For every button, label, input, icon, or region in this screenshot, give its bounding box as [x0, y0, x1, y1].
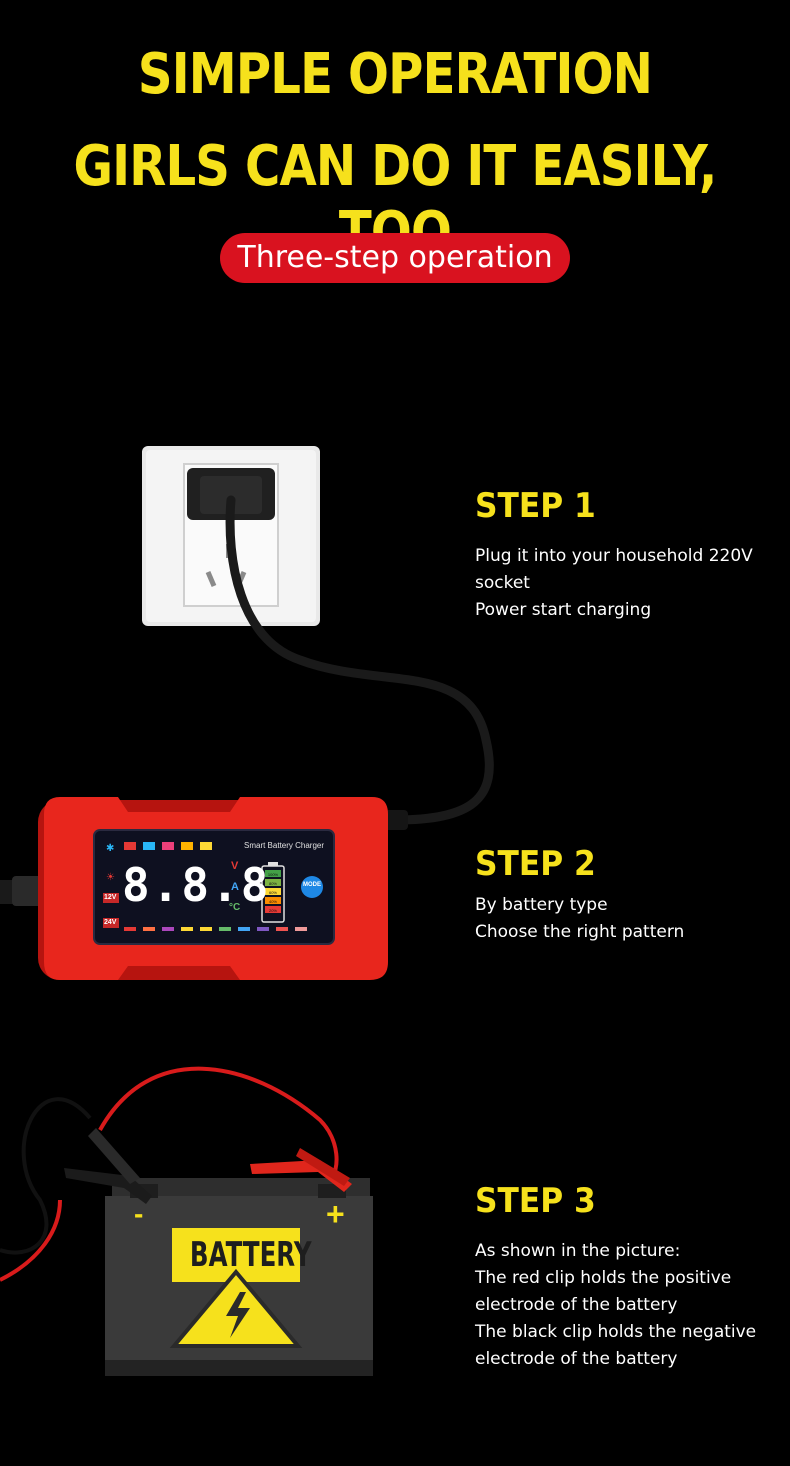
- step-1-line: socket: [475, 573, 530, 593]
- step-1-line: Power start charging: [475, 600, 652, 620]
- step-2-line: By battery type: [475, 895, 608, 915]
- level-label: 80%: [268, 881, 277, 886]
- charger-unit-temp: °C: [229, 902, 241, 913]
- battery-minus-sign: -: [134, 1198, 144, 1229]
- battery-illustration: [0, 1066, 373, 1376]
- step-3-line: electrode of the battery: [475, 1295, 678, 1315]
- headline-line-2: GIRLS CAN DO IT EASILY, TOO: [73, 134, 718, 265]
- charger-brand-text: Smart Battery Charger: [244, 841, 325, 850]
- step-3-line: The black clip holds the negative: [475, 1322, 757, 1342]
- three-step-badge: Three-step operation: [220, 233, 570, 283]
- charger-24v-indicator: 24V: [104, 919, 117, 926]
- charger-level-labels: 100% 80% 60% 40% 20%: [266, 870, 280, 915]
- step-1-title: STEP 1: [475, 486, 596, 526]
- charger-illustration: ✱ ☀: [0, 797, 388, 980]
- step-3-title: STEP 3: [475, 1181, 596, 1221]
- charger-digit-display: 8.8.8: [122, 858, 271, 912]
- step-2-title: STEP 2: [475, 844, 596, 884]
- level-label: 40%: [268, 899, 277, 904]
- svg-text:☀: ☀: [106, 872, 115, 883]
- step-3-line: The red clip holds the positive: [475, 1268, 732, 1288]
- step-2-description: By battery type Choose the right pattern: [475, 892, 775, 946]
- step-3-description: As shown in the picture: The red clip ho…: [475, 1238, 775, 1373]
- charger-12v-indicator: 12V: [104, 894, 117, 901]
- level-label: 20%: [268, 908, 277, 913]
- battery-label: BATTERY: [189, 1235, 312, 1275]
- battery-plus-sign: +: [326, 1196, 345, 1232]
- step-3-line: electrode of the battery: [475, 1349, 678, 1369]
- headline-line-1: SIMPLE OPERATION: [137, 42, 653, 107]
- charger-mode-button: MODE: [303, 882, 321, 888]
- svg-text:✱: ✱: [106, 843, 114, 854]
- level-label: 60%: [268, 890, 277, 895]
- charger-unit-amp: A: [231, 881, 239, 893]
- charger-unit-volt: V: [231, 860, 239, 872]
- power-cable: [225, 495, 494, 825]
- step-2-line: Choose the right pattern: [475, 922, 685, 942]
- step-1-description: Plug it into your household 220V socket …: [475, 543, 775, 624]
- step-3-line: As shown in the picture:: [475, 1241, 681, 1261]
- step-1-line: Plug it into your household 220V: [475, 546, 753, 566]
- level-label: 100%: [267, 872, 279, 877]
